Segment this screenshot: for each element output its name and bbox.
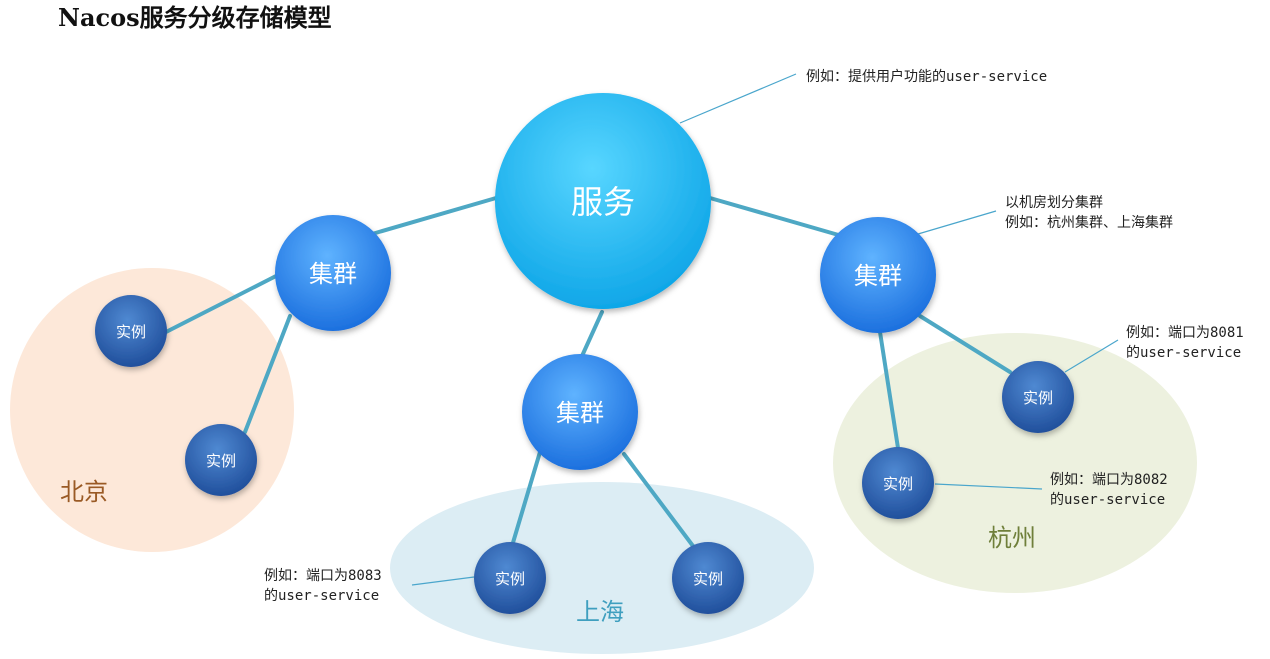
edge-cluster-sh-instance-2 [622, 452, 698, 552]
cluster-node-beijing: 集群 [275, 215, 391, 331]
instance-node-shanghai-2: 实例 [672, 542, 744, 614]
instance-node-label: 实例 [206, 452, 236, 470]
annotation-service: 例如：提供用户功能的user-service [806, 68, 1047, 85]
leader-instance-8082 [934, 483, 1043, 490]
instance-node-label: 实例 [116, 323, 146, 341]
diagram-title: Nacos服务分级存储模型 [58, 3, 332, 32]
region-label-shanghai: 上海 [576, 598, 624, 626]
region-shanghai [390, 482, 814, 654]
edge-service-cluster-hangzhou [708, 196, 844, 238]
annotation-instance-8082-line1: 例如：端口为8082 [1050, 472, 1168, 488]
instance-node-label: 实例 [1023, 389, 1053, 407]
service-node-label: 服务 [571, 183, 635, 221]
annotation-instance-8083-line1: 例如：端口为8083 [264, 568, 382, 584]
instance-node-label: 实例 [693, 570, 723, 588]
leader-service [679, 73, 797, 124]
annotation-cluster-line2: 例如：杭州集群、上海集群 [1005, 214, 1173, 231]
instance-node-label: 实例 [883, 475, 913, 493]
cluster-node-label: 集群 [854, 262, 902, 290]
service-node: 服务 [495, 93, 711, 309]
instance-node-hangzhou-1: 实例 [1002, 361, 1074, 433]
annotation-instance-8083-line2: 的user-service [264, 588, 379, 604]
annotation-instance-8082-line2: 的user-service [1050, 492, 1165, 508]
annotation-instance-8081-line1: 例如：端口为8081 [1126, 325, 1244, 341]
instance-node-beijing-1: 实例 [95, 295, 167, 367]
edge-cluster-bj-instance-1 [164, 274, 278, 334]
instance-node-beijing-2: 实例 [185, 424, 257, 496]
edge-cluster-sh-instance-1 [510, 450, 542, 548]
instance-node-shanghai-1: 实例 [474, 542, 546, 614]
edge-service-cluster-beijing [370, 196, 498, 236]
leader-instance-8081 [1064, 339, 1119, 373]
cluster-node-label: 集群 [309, 260, 357, 288]
region-label-beijing: 北京 [60, 478, 108, 506]
instance-node-hangzhou-2: 实例 [862, 447, 934, 519]
annotation-cluster-line1: 以机房划分集群 [1005, 194, 1103, 211]
cluster-node-hangzhou: 集群 [820, 217, 936, 333]
annotation-instance-8081-line2: 的user-service [1126, 345, 1241, 361]
leader-instance-8083 [411, 576, 475, 586]
region-label-hangzhou: 杭州 [988, 524, 1036, 552]
region-hangzhou [833, 333, 1197, 593]
edge-cluster-hz-instance-2 [878, 330, 900, 450]
edge-service-cluster-shanghai [580, 310, 604, 358]
leader-cluster [917, 210, 997, 235]
cluster-node-label: 集群 [556, 399, 604, 427]
instance-node-label: 实例 [495, 570, 525, 588]
edge-cluster-bj-instance-2 [243, 314, 292, 434]
edge-cluster-hz-instance-1 [918, 314, 1012, 374]
cluster-node-shanghai: 集群 [522, 354, 638, 470]
